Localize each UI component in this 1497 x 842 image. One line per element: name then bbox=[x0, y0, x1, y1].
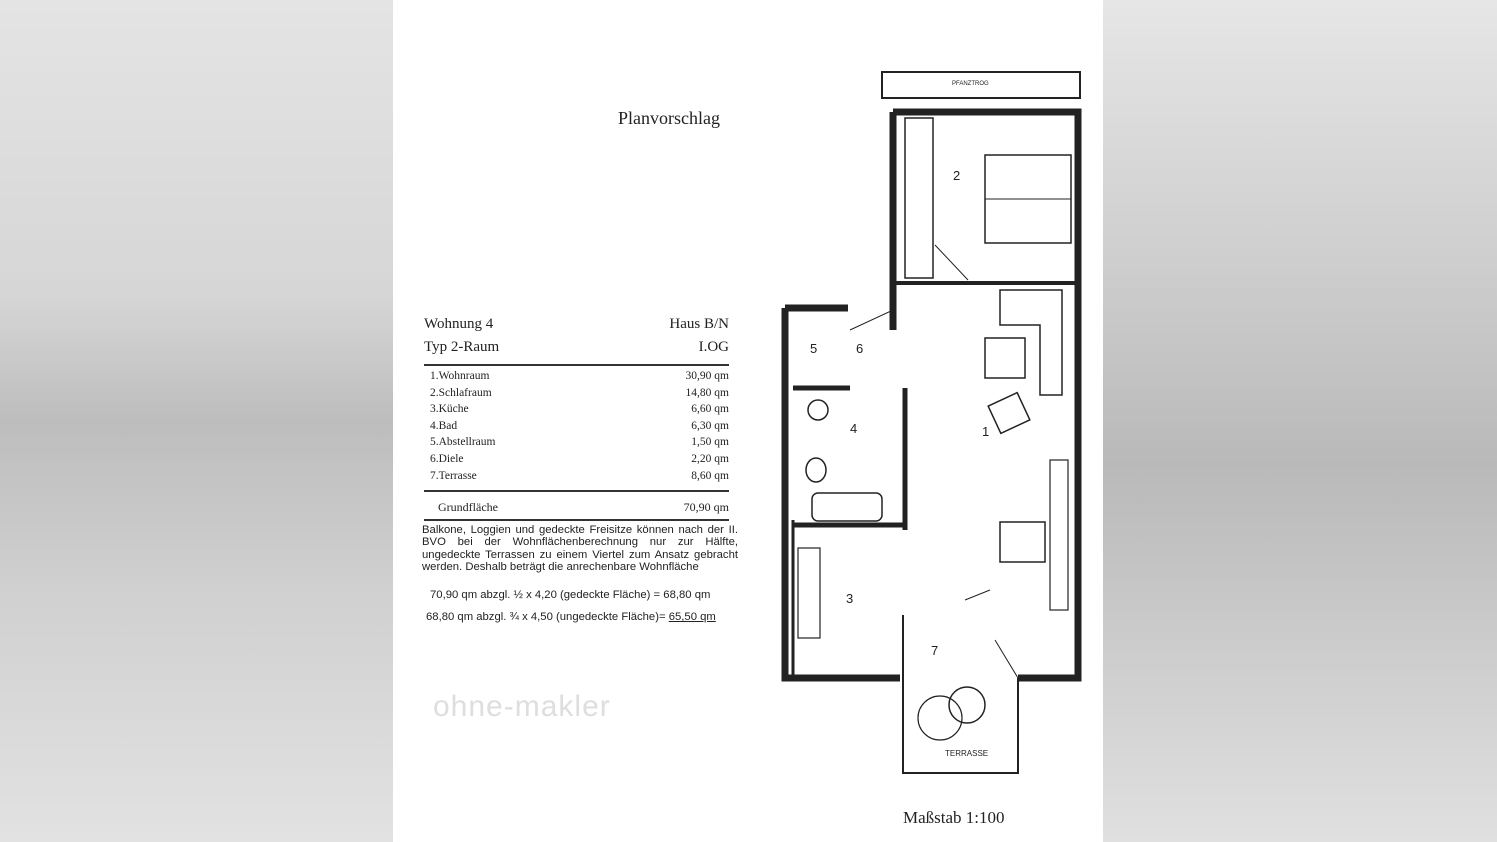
room-area: 30,90 qm bbox=[685, 370, 729, 382]
room-2-label: 2 bbox=[953, 168, 960, 183]
divider bbox=[424, 490, 729, 493]
room-name: 2.Schlafraum bbox=[430, 386, 492, 399]
room-6-label: 6 bbox=[856, 341, 863, 356]
watermark: ohne-makler bbox=[433, 690, 611, 723]
room-1-label: 1 bbox=[982, 424, 989, 439]
room-name: 6.Diele bbox=[430, 452, 464, 465]
room-row: 6.Diele 2,20 qm bbox=[424, 453, 729, 470]
room-name: 4.Bad bbox=[430, 419, 458, 432]
parasol bbox=[917, 695, 963, 741]
plan-title: Planvorschlag bbox=[618, 108, 720, 128]
room-row: 7.Terrasse 8,60 qm bbox=[424, 470, 729, 487]
bathtub bbox=[811, 492, 883, 522]
unit-label: Wohnung 4 bbox=[424, 316, 494, 332]
room-area: 6,60 qm bbox=[691, 403, 729, 416]
bath-walls bbox=[793, 385, 908, 530]
room-5-label: 5 bbox=[810, 341, 817, 356]
room-name: 1.Wohnraum bbox=[430, 370, 490, 382]
room-area: 6,30 qm bbox=[691, 419, 729, 432]
room-row: 2.Schlafraum 14,80 qm bbox=[424, 387, 729, 404]
room-row: 5.Abstellraum 1,50 qm bbox=[424, 436, 729, 453]
sofa bbox=[999, 289, 1063, 396]
calc-line-2: 68,80 qm abzgl. ¾ x 4,50 (ungedeckte Flä… bbox=[426, 611, 716, 623]
terrace-outline bbox=[902, 615, 1019, 774]
calc-line-2-text: 68,80 qm abzgl. ¾ x 4,50 (ungedeckte Flä… bbox=[426, 611, 669, 623]
floor-label: I.OG bbox=[698, 339, 729, 355]
planter-label: PFANZTROG bbox=[952, 81, 989, 87]
room-7-label: 7 bbox=[931, 643, 938, 658]
divider bbox=[424, 364, 729, 366]
kitchen-counter bbox=[797, 547, 821, 639]
terrace-label: TERRASSE bbox=[945, 749, 988, 758]
door-swings bbox=[849, 244, 1019, 679]
room-area: 1,50 qm bbox=[691, 436, 729, 449]
room-name: 7.Terrasse bbox=[430, 469, 477, 482]
area-note: Balkone, Loggien und gedeckte Freisitze … bbox=[422, 524, 738, 573]
total-label: Grundfläche bbox=[438, 500, 498, 515]
room-name: 5.Abstellraum bbox=[430, 436, 496, 449]
scale-label: Maßstab 1:100 bbox=[903, 808, 1005, 827]
sideboard bbox=[1049, 459, 1069, 611]
outer-wall-left bbox=[781, 304, 900, 682]
total-area: 70,90 qm bbox=[683, 500, 729, 515]
calc-line-1: 70,90 qm abzgl. ½ x 4,20 (gedeckte Fläch… bbox=[430, 589, 711, 601]
area-table: Wohnung 4 Haus B/N Typ 2-Raum I.OG 1.Wohnr… bbox=[424, 316, 729, 525]
type-label: Typ 2-Raum bbox=[424, 339, 500, 355]
room-3-label: 3 bbox=[846, 591, 853, 606]
house-label: Haus B/N bbox=[669, 316, 729, 332]
coffee-table bbox=[984, 337, 1026, 379]
room-area: 8,60 qm bbox=[691, 469, 729, 482]
total-row: Grundfläche 70,90 qm bbox=[424, 496, 729, 517]
calc-result: 65,50 qm bbox=[668, 611, 716, 623]
room-row: 1.Wohnraum 30,90 qm bbox=[424, 370, 729, 387]
room-area: 14,80 qm bbox=[685, 386, 729, 399]
wardrobe bbox=[904, 117, 934, 279]
divider bbox=[424, 519, 729, 522]
dining-table bbox=[999, 521, 1046, 563]
blurred-background-left bbox=[0, 0, 393, 842]
room-area: 2,20 qm bbox=[691, 452, 729, 465]
room-4-label: 4 bbox=[850, 421, 857, 436]
room-row: 4.Bad 6,30 qm bbox=[424, 420, 729, 437]
room-row: 3.Küche 6,60 qm bbox=[424, 403, 729, 420]
room-name: 3.Küche bbox=[430, 403, 469, 416]
sink bbox=[805, 457, 827, 483]
planter bbox=[881, 71, 1081, 99]
armchair bbox=[987, 391, 1031, 435]
outer-wall-right bbox=[893, 108, 1082, 682]
terrace-table bbox=[948, 686, 986, 724]
toilet bbox=[807, 399, 829, 421]
blurred-background-right bbox=[1103, 0, 1497, 842]
